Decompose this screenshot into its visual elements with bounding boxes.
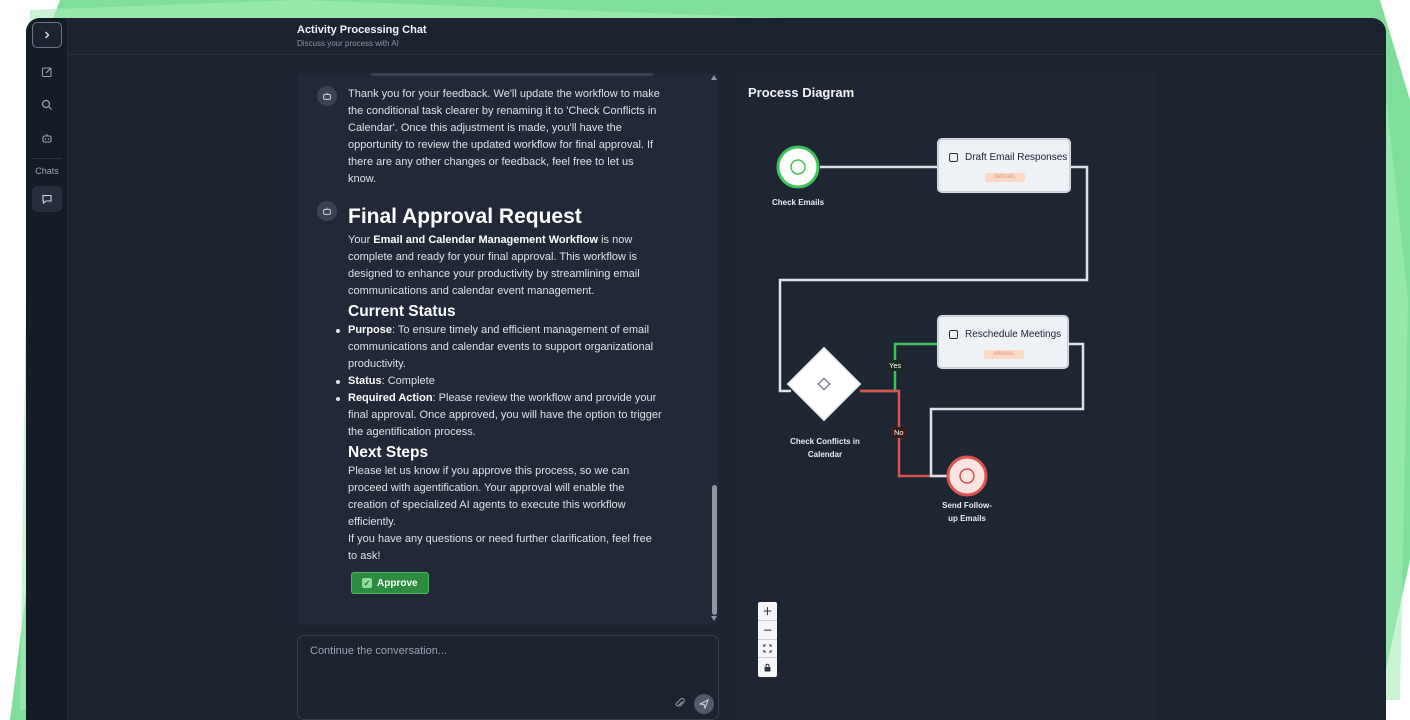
start-event-label: Check Emails <box>771 198 825 207</box>
message-input-placeholder: Continue the conversation... <box>310 645 447 657</box>
diagram-title: Process Diagram <box>748 85 855 100</box>
task-reschedule-meetings[interactable]: Reschedule Meetings MANUAL <box>938 316 1068 368</box>
sidebar-rail: Chats <box>26 18 68 720</box>
page-subtitle: Discuss your process with AI <box>297 39 399 48</box>
diagram-canvas[interactable] <box>735 73 1157 720</box>
chats-section-label: Chats <box>35 166 59 176</box>
send-button[interactable] <box>694 694 714 714</box>
status-heading: Current Status <box>348 303 456 320</box>
list-item: Required Action: Please review the workf… <box>336 390 664 441</box>
message-intro: Your Email and Calendar Management Workf… <box>348 234 640 297</box>
check-icon: ✓ <box>362 578 372 588</box>
gateway-diamond <box>786 346 862 422</box>
message-heading: Final Approval Request <box>348 205 582 228</box>
scroll-up-arrow-icon[interactable] <box>711 75 717 80</box>
task-label: Draft Email Responses <box>965 152 1068 163</box>
zoom-in-button[interactable]: + <box>758 602 777 621</box>
edge-label-yes: Yes <box>886 360 905 371</box>
start-event-inner <box>790 159 806 175</box>
chat-item-active[interactable] <box>32 186 62 212</box>
scrollbar-thumb[interactable] <box>712 485 717 615</box>
edge-task2-to-end <box>929 342 1085 478</box>
search-icon <box>41 99 52 110</box>
assistant-avatar <box>317 86 337 106</box>
end-event-label: Send Follow- up Emails <box>942 501 992 523</box>
chat-panel[interactable]: Thank you for your feedback. We'll updat… <box>297 73 719 625</box>
bot-icon <box>42 134 52 143</box>
status-list: Purpose: To ensure timely and efficient … <box>336 322 664 441</box>
gateway-marker-icon <box>817 377 831 391</box>
closing-text: If you have any questions or need furthe… <box>348 533 652 562</box>
assistant-message: Final Approval Request Your Email and Ca… <box>336 204 664 594</box>
scroll-down-arrow-icon[interactable] <box>711 616 717 621</box>
task-checkbox-icon <box>949 153 958 162</box>
edge-label-no: No <box>891 427 907 438</box>
rail-divider <box>32 158 62 159</box>
paperclip-icon <box>675 697 685 707</box>
task-type-badge: MANUAL <box>985 173 1025 182</box>
previous-message-edge <box>371 73 653 76</box>
assistant-avatar <box>317 201 337 221</box>
message-icon <box>42 194 52 205</box>
list-item: Purpose: To ensure timely and efficient … <box>336 322 664 373</box>
next-steps-text: Please let us know if you approve this p… <box>348 465 630 528</box>
bot-icon <box>323 207 331 215</box>
app-window: Chats Activity Processing Chat Discuss y… <box>26 18 1386 720</box>
next-steps-heading: Next Steps <box>348 444 429 461</box>
agents-button[interactable] <box>32 125 62 151</box>
zoom-out-button[interactable]: − <box>758 621 777 640</box>
fit-view-icon <box>763 644 772 653</box>
lock-icon <box>764 663 771 672</box>
bot-icon <box>323 92 331 100</box>
chat-scrollbar[interactable] <box>710 73 719 625</box>
assistant-message: Thank you for your feedback. We'll updat… <box>348 88 660 185</box>
end-event <box>946 455 988 497</box>
sidebar-toggle-button[interactable] <box>32 22 62 48</box>
attach-button[interactable] <box>674 696 686 714</box>
approve-button[interactable]: ✓ Approve <box>351 572 429 594</box>
message-input[interactable]: Continue the conversation... <box>297 635 719 720</box>
gateway-label: Check Conflicts in Calendar <box>790 437 860 459</box>
task-checkbox-icon <box>949 330 958 339</box>
page-title: Activity Processing Chat <box>297 24 427 36</box>
end-event-inner <box>959 468 975 484</box>
new-chat-button[interactable] <box>32 59 62 85</box>
zoom-controls: + − <box>758 602 777 677</box>
list-item: Status: Complete <box>336 373 664 390</box>
task-draft-email-responses[interactable]: Draft Email Responses MANUAL <box>938 139 1070 192</box>
start-event <box>776 145 820 189</box>
page-header: Activity Processing Chat Discuss your pr… <box>68 18 1386 55</box>
lock-button[interactable] <box>758 658 777 677</box>
edge-task1-to-gateway <box>778 165 1089 393</box>
fit-view-button[interactable] <box>758 640 777 659</box>
process-diagram-panel[interactable]: Process Diagram Check Emails Draft Email… <box>735 73 1157 720</box>
search-button[interactable] <box>32 92 62 118</box>
task-type-badge: MANUAL <box>984 350 1024 359</box>
send-icon <box>699 699 709 709</box>
edit-icon <box>42 67 52 77</box>
task-label: Reschedule Meetings <box>965 329 1062 340</box>
chevron-right-icon <box>45 31 50 39</box>
